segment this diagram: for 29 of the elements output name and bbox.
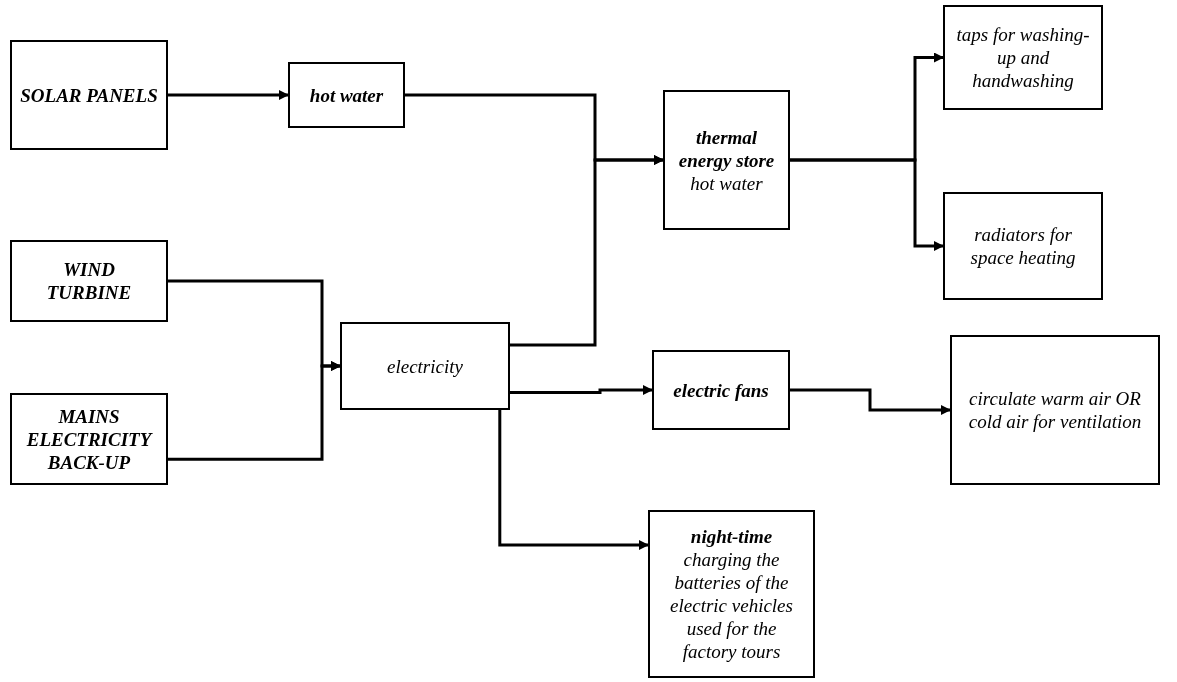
arrow xyxy=(168,361,341,461)
arrow xyxy=(168,90,289,100)
process-box xyxy=(950,335,1160,485)
process-box xyxy=(648,510,815,678)
box-label: electric fans xyxy=(673,378,769,402)
process-box xyxy=(943,5,1103,110)
box-label: night-time charging the batteries of the electric vehicles used for the factory tours xyxy=(669,525,794,663)
process-box xyxy=(10,40,168,150)
box-label: hot water xyxy=(309,83,384,107)
process-box xyxy=(288,62,405,128)
arrow xyxy=(498,410,649,550)
process-box xyxy=(652,350,790,430)
arrow xyxy=(510,155,664,347)
process-box xyxy=(943,192,1103,300)
process-box xyxy=(663,90,790,230)
box-label: circulate warm air OR cold air for ventilation xyxy=(967,387,1143,433)
process-box xyxy=(10,240,168,322)
arrow xyxy=(790,158,944,251)
box-label: WIND TURBINE xyxy=(45,258,133,304)
box-label: thermal energy store hot water xyxy=(677,125,776,195)
process-box xyxy=(10,393,168,485)
box-label: electricity xyxy=(387,354,463,378)
box-label: radiators for space heating xyxy=(969,223,1077,269)
box-label: MAINS ELECTRICITY BACK-UP xyxy=(25,404,154,474)
arrow xyxy=(510,385,653,395)
process-box xyxy=(340,322,510,410)
box-label: SOLAR PANELS xyxy=(20,83,158,107)
box-label: taps for washing-up and handwashing xyxy=(955,23,1091,92)
arrow xyxy=(790,388,951,415)
